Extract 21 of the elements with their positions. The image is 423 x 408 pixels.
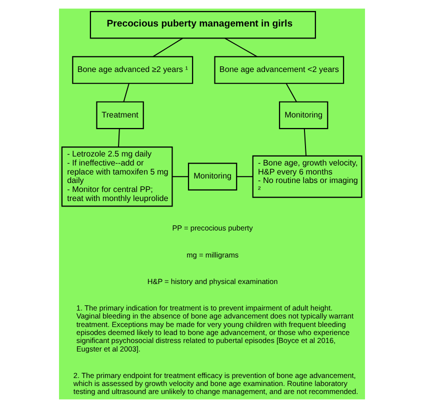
node-box: - Bone age, growth velocity, H&P every 6 months - No routine labs or imaging ²	[252, 155, 362, 198]
connector	[224, 38, 258, 58]
connector	[122, 82, 129, 102]
node-box: Monitoring	[187, 162, 237, 190]
node-box: Treatment	[96, 101, 144, 130]
label: 2. The primary endpoint for treatment efficacy is prevention of bone age advancement, which is assessed by growth velocity and bone age examination. Routine laboratory testing and ultrasound are unlikely to change management, and are not recommended.	[72, 370, 358, 396]
label: H&P = history and physical examination	[146, 276, 278, 286]
node-box: Monitoring	[278, 101, 328, 130]
connector	[152, 38, 183, 58]
node-box: - Letrozole 2.5 mg daily - If ineffective--add or replace with tamoxifen 5 mg daily - Monitor for central PP; treat with monthly leuprolide	[60, 146, 172, 207]
connector	[236, 176, 253, 178]
node-box: Bone age advanced ≥2 years ¹	[72, 56, 193, 84]
node-box: Precocious puberty management in girls	[89, 11, 316, 39]
label: 1. The primary indication for treatment is to prevent impairment of adult height. Vaginal bleeding in the absence of bone age advancement does not typically warrant treatment. Exceptions may be made for very young children with frequent bleeding episodes deemed likely to lead to bone age advancement, or those who experience significant psychosocial distress related to pubertal episodes [Boyce et al 2016, Eugster et al 2003].	[76, 304, 354, 354]
label: PP = precocious puberty	[172, 224, 252, 233]
node-box: Bone age advancement <2 years	[214, 56, 344, 84]
label: mg = milligrams	[186, 250, 238, 260]
connector	[285, 82, 296, 102]
connector	[171, 176, 188, 178]
connector	[118, 128, 120, 148]
connector	[303, 128, 306, 156]
